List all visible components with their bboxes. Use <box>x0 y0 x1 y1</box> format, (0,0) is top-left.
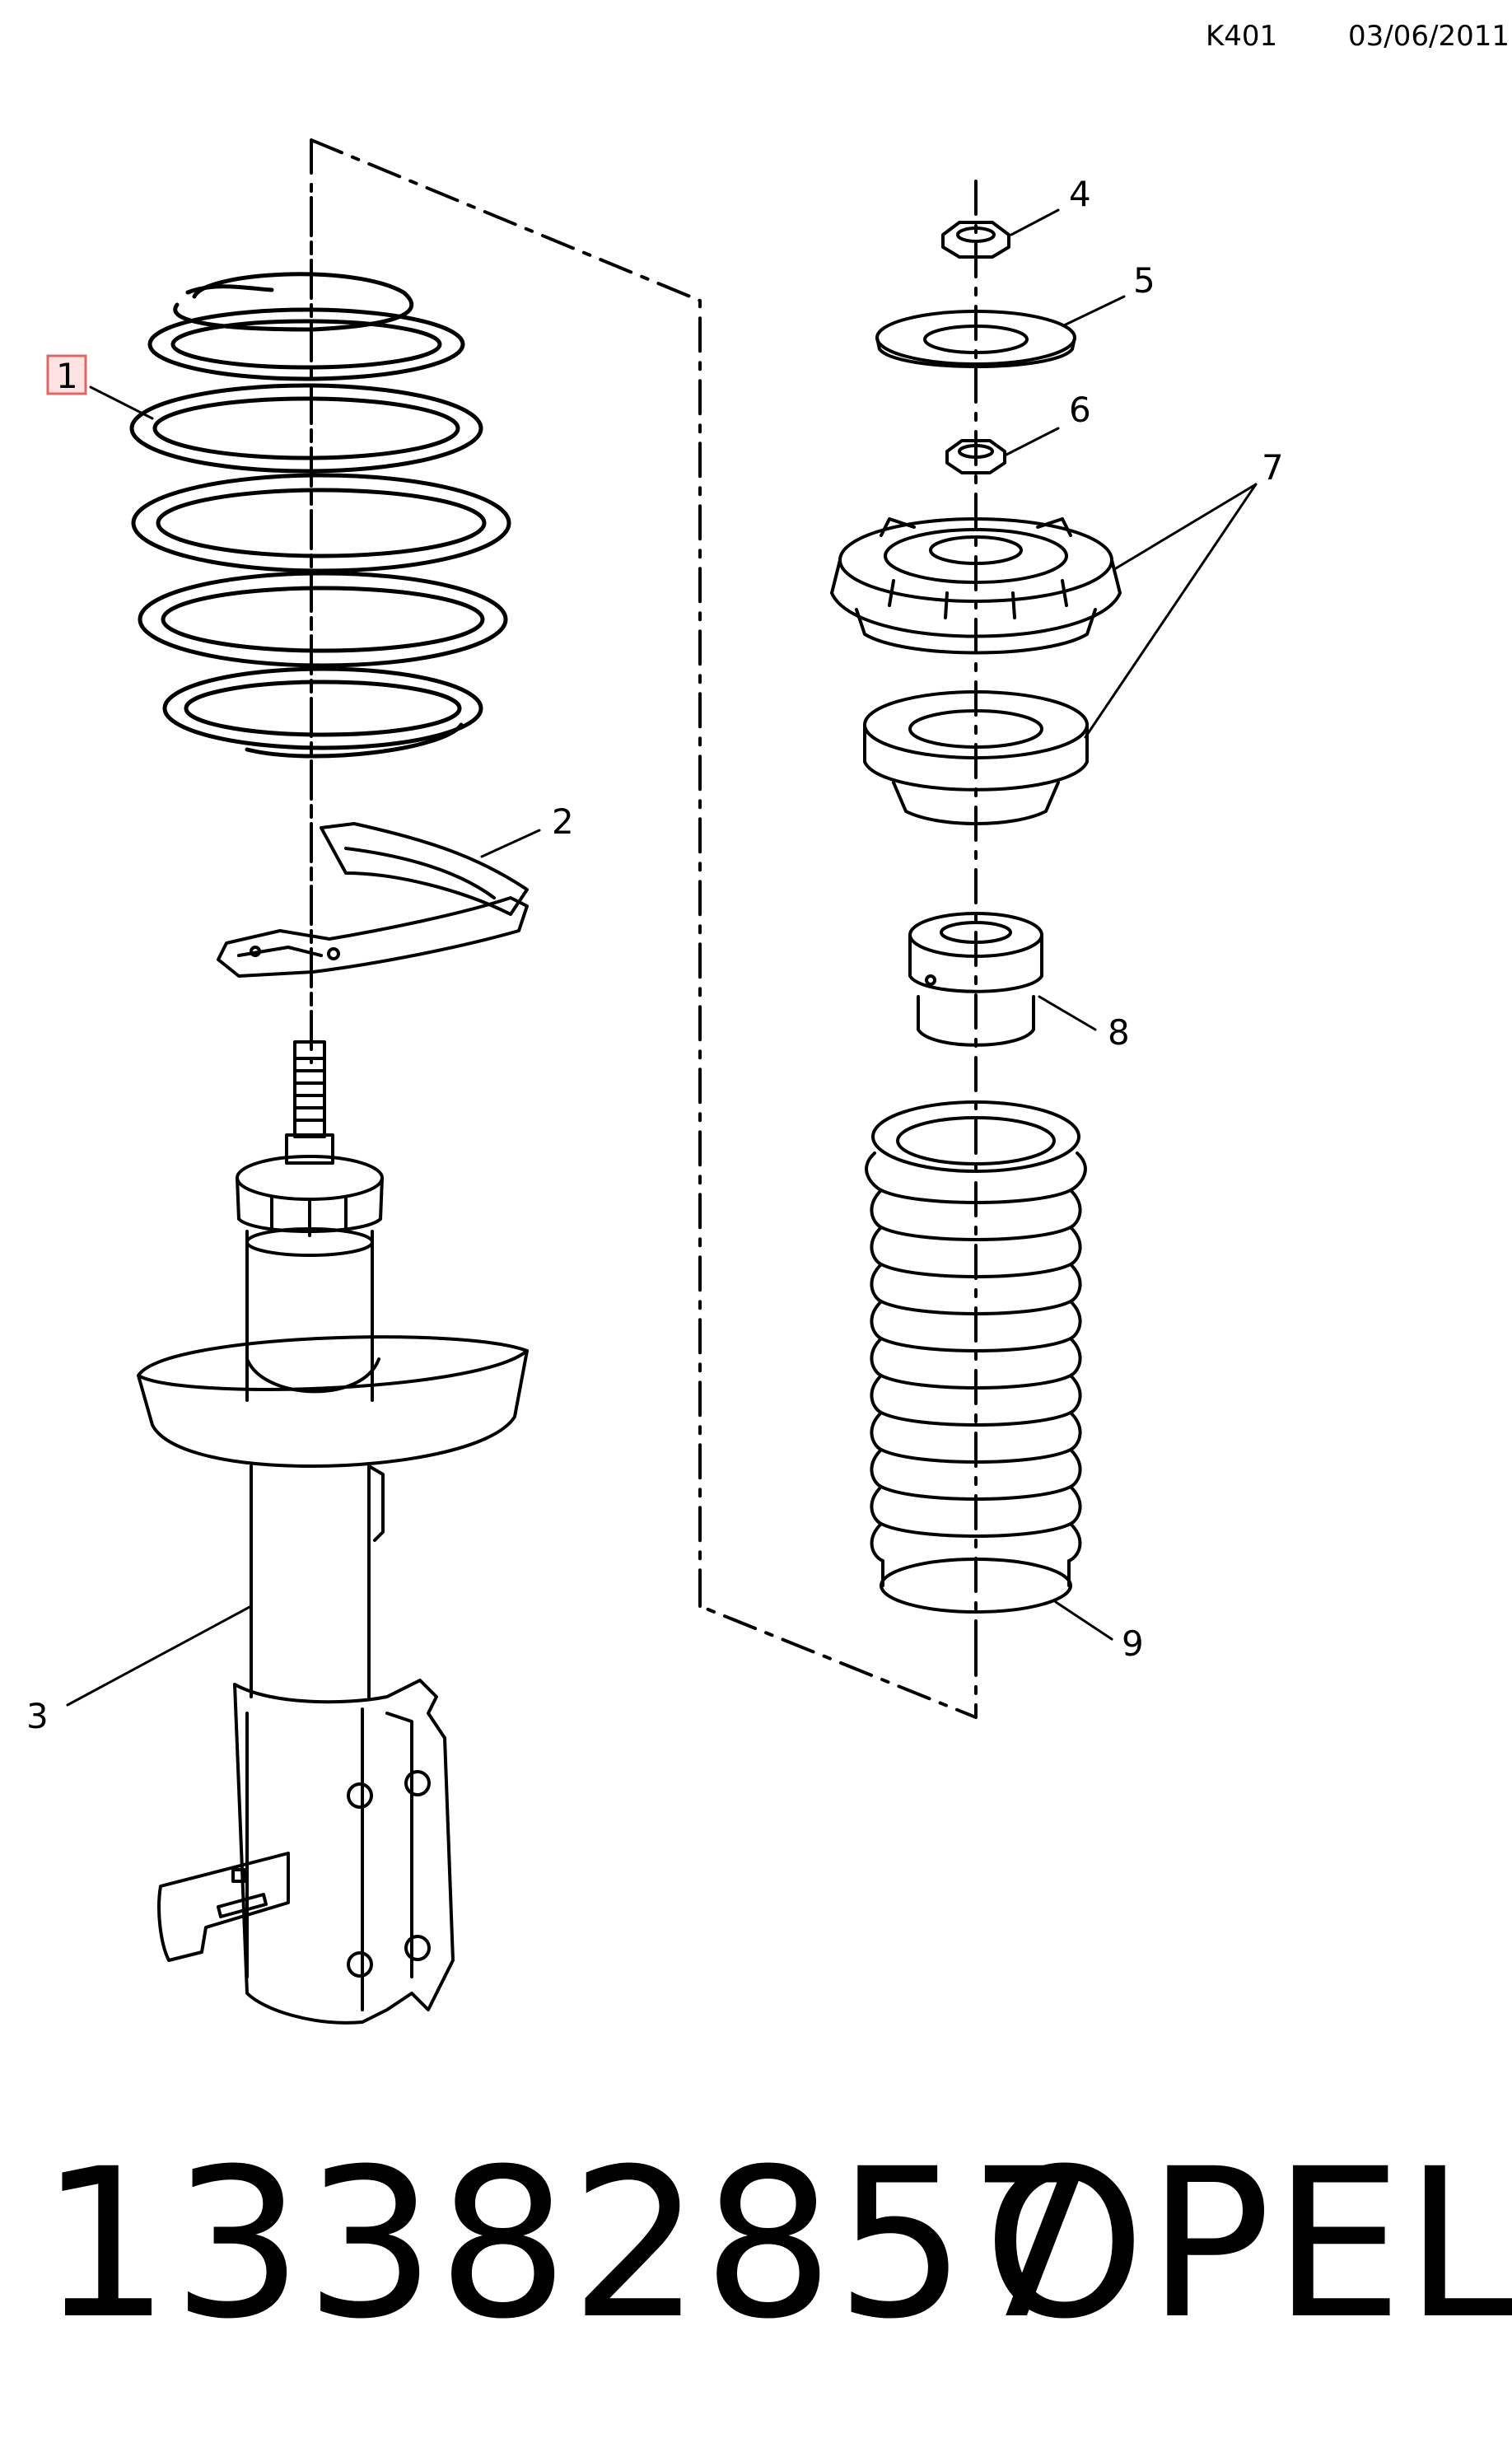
bump-stop-part <box>908 912 1043 1047</box>
callout-1-highlight <box>46 354 87 395</box>
callout-5: 5 <box>1133 260 1155 301</box>
strut-mount-part <box>830 502 1122 825</box>
diagram-code: K401 <box>1206 20 1278 53</box>
dust-boot-part <box>865 1100 1087 1614</box>
callout-8: 8 <box>1108 1012 1130 1053</box>
strut-part <box>137 1040 529 2025</box>
lower-nut-part <box>945 439 1006 474</box>
callout-6: 6 <box>1069 390 1091 430</box>
spring-seat-part <box>217 822 529 978</box>
coil-spring-part <box>129 272 511 759</box>
callout-2: 2 <box>552 801 574 842</box>
part-number: 13382857 <box>40 2124 1101 2364</box>
callout-3: 3 <box>26 1696 49 1736</box>
callout-labels: 1 2 3 4 5 6 7 8 9 <box>26 174 1284 1736</box>
brand-name: OPEL <box>983 2124 1512 2364</box>
callout-7: 7 <box>1262 447 1284 488</box>
callout-4: 4 <box>1069 174 1091 214</box>
diagram-date: 03/06/2011 <box>1348 20 1510 53</box>
callout-1: 1 <box>56 356 78 396</box>
leader-lines <box>66 208 1258 1707</box>
callout-9: 9 <box>1122 1623 1144 1664</box>
washer-part <box>875 310 1076 368</box>
top-nut-part <box>941 221 1010 259</box>
